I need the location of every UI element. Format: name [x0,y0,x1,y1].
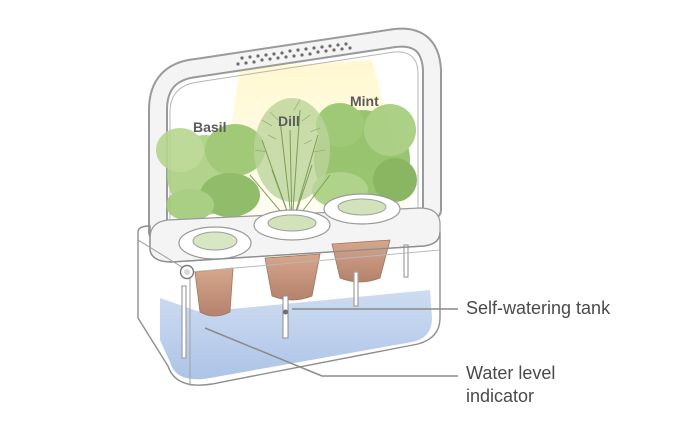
plant-label-dill: Dill [278,113,300,129]
soil-pods [194,239,391,317]
callout-water-level-line1: Water level [466,363,556,383]
callout-water-level-line2: indicator [466,386,535,406]
plant-label-basil: Basil [193,119,227,135]
pod-rims [178,193,401,260]
plant-label-mint: Mint [350,93,379,109]
base-tank [137,225,441,386]
callout-self-watering-tank: Self-watering tank [466,298,611,318]
callout-leader-lines [204,308,458,377]
led-vent-grille [236,42,352,66]
water-level-indicator-rod [282,295,289,339]
